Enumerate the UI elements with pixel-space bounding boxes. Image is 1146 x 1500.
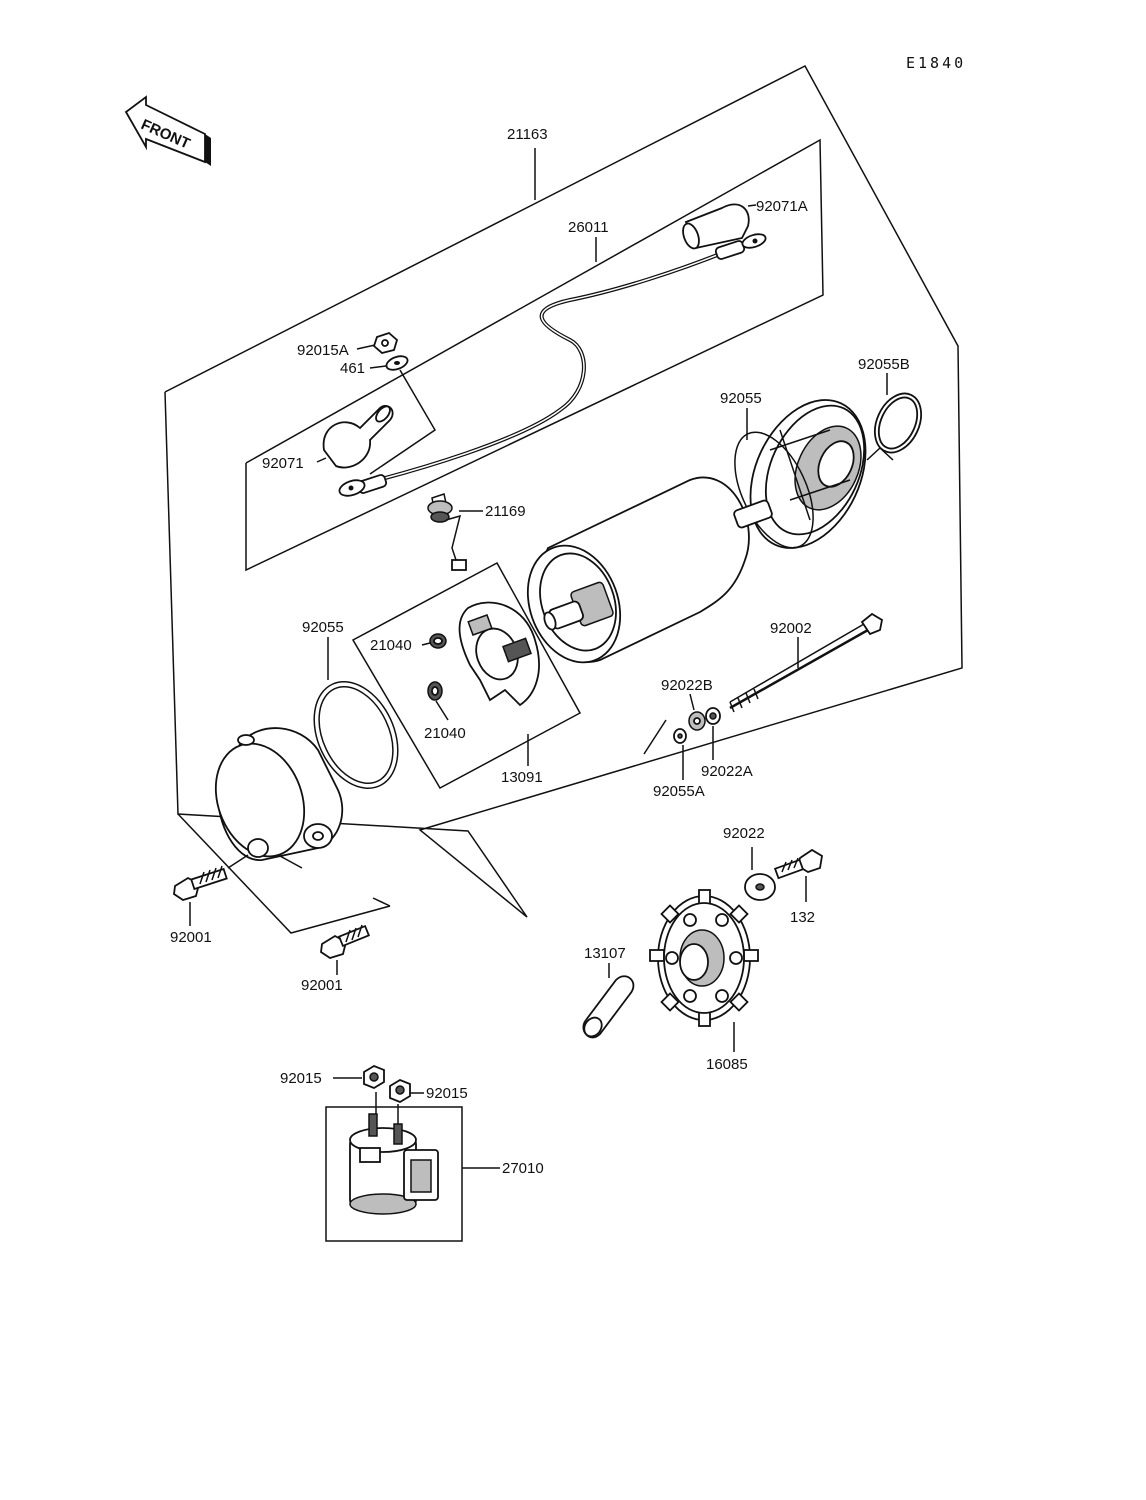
label-92001-a: 92001 [170, 929, 212, 946]
through-bolt-92002 [729, 612, 884, 713]
starter-cable [349, 250, 726, 489]
bolt-92001-lower [320, 924, 371, 959]
label-13107: 13107 [584, 945, 626, 962]
leader-21040-b [435, 700, 449, 721]
label-21169: 21169 [485, 503, 526, 520]
washer-92022B-hole [693, 717, 701, 725]
leader-461-assembly [369, 369, 437, 475]
label-92022: 92022 [723, 825, 765, 842]
starter-relay-outline [325, 1106, 463, 1242]
label-92055B: 92055B [858, 356, 910, 373]
outline-segment [372, 897, 391, 907]
cable-terminal-right [714, 233, 767, 260]
o-ring-92055-front [313, 681, 399, 789]
diagram-code: E1840 [906, 54, 966, 72]
leader-21040-a [421, 642, 431, 646]
label-92022B: 92022B [661, 677, 713, 694]
brush-holder-group-outline [351, 561, 582, 790]
rear-end-cover [749, 399, 867, 549]
label-92015-b: 92015 [426, 1085, 468, 1102]
label-92002: 92002 [770, 620, 812, 637]
nut-92015-left [363, 1064, 385, 1090]
washer-92022A-hole [709, 712, 717, 720]
label-461: 461 [340, 360, 365, 377]
label-92071A: 92071A [756, 198, 808, 215]
leader-washer-group [643, 719, 667, 755]
leader-bolt-axis [227, 854, 249, 869]
o-ring-92055B-inner [877, 396, 919, 450]
label-92055A: 92055A [653, 783, 705, 800]
label-21163: 21163 [507, 126, 548, 143]
label-92001-b: 92001 [301, 977, 343, 994]
bolt-92001-upper [173, 865, 228, 901]
label-16085: 16085 [706, 1056, 748, 1073]
washer-461 [385, 355, 409, 371]
brush-spring-21040-upper [429, 633, 447, 649]
label-92015-a: 92015 [280, 1070, 322, 1087]
label-92055-left: 92055 [302, 619, 344, 636]
terminal-bolt-21169 [427, 493, 467, 571]
washer-92055A-hole [677, 733, 683, 739]
label-21040-b: 21040 [424, 725, 466, 742]
leader-92015A [356, 344, 376, 350]
front-end-cover [214, 727, 344, 861]
starter-relay-27010 [349, 1113, 439, 1215]
label-92071: 92071 [262, 455, 304, 472]
cable-terminal-left [338, 474, 388, 497]
label-92022A: 92022A [701, 763, 753, 780]
leader-92022B [689, 693, 695, 711]
label-92015A: 92015A [297, 342, 349, 359]
brush-spring-21040-lower [427, 681, 443, 701]
label-27010: 27010 [502, 1160, 544, 1177]
bolt-132 [773, 848, 823, 880]
washer-92022-hole [755, 883, 765, 891]
outline-segment [279, 855, 303, 869]
motor-yoke [526, 476, 773, 664]
cable-group-outline [245, 138, 824, 572]
label-92055-top: 92055 [720, 390, 762, 407]
label-21040-a: 21040 [370, 637, 412, 654]
brush-holder-13091 [458, 601, 540, 707]
leader-461 [369, 365, 387, 369]
starter-idle-gear-16085 [649, 889, 759, 1027]
o-ring-92055-front-inner [318, 685, 394, 785]
label-26011: 26011 [568, 219, 609, 236]
label-132: 132 [790, 909, 815, 926]
leader-92071A [747, 204, 757, 207]
leader-rings [866, 446, 894, 461]
cable-highlight [349, 251, 726, 488]
nut-92015-right [389, 1078, 411, 1104]
leader-92071 [316, 457, 327, 463]
label-13091: 13091 [501, 769, 543, 786]
nut-92015A [372, 331, 399, 354]
o-ring-92055-rear [734, 431, 814, 549]
terminal-cap-92071A [682, 203, 750, 250]
cover-bolt-outline [177, 813, 391, 934]
front-arrow-icon: FRONT [124, 95, 211, 166]
terminal-cap-92071 [322, 405, 394, 469]
shaft-13107 [582, 975, 635, 1039]
